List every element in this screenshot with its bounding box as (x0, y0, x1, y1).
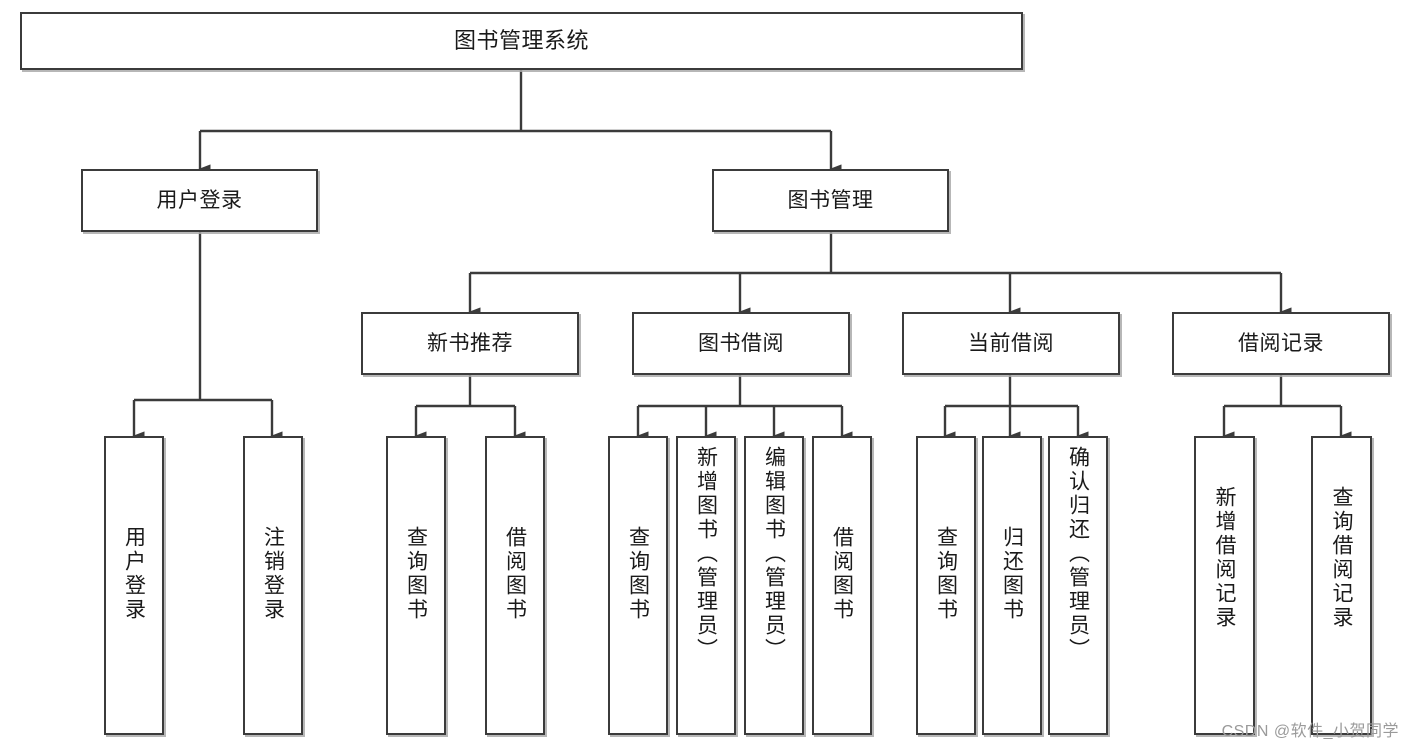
node-label: 用户登录 (122, 526, 146, 622)
leaf-query-book-recommend[interactable]: 查询图书 (386, 436, 446, 735)
leaf-add-borrow-record[interactable]: 新增借阅记录 (1194, 436, 1255, 735)
node-label: 新书推荐 (427, 331, 513, 355)
leaf-query-borrow-record[interactable]: 查询借阅记录 (1311, 436, 1372, 735)
leaf-query-book-borrow[interactable]: 查询图书 (608, 436, 668, 735)
node-root-system[interactable]: 图书管理系统 (20, 12, 1023, 70)
node-user-login[interactable]: 用户登录 (81, 169, 318, 232)
leaf-query-book-current[interactable]: 查询图书 (916, 436, 976, 735)
leaf-borrow-book-borrow[interactable]: 借阅图书 (812, 436, 872, 735)
node-book-management[interactable]: 图书管理 (712, 169, 949, 232)
leaf-borrow-book-recommend[interactable]: 借阅图书 (485, 436, 545, 735)
node-book-borrow[interactable]: 图书借阅 (632, 312, 850, 375)
leaf-logout-login[interactable]: 注销登录 (243, 436, 303, 735)
leaf-confirm-return-admin[interactable]: 确认归还（管理员） (1048, 436, 1108, 735)
node-label: 图书借阅 (698, 331, 784, 355)
node-label: 新增借阅记录 (1213, 486, 1236, 630)
node-label: 借阅记录 (1238, 331, 1324, 355)
node-label: 当前借阅 (968, 331, 1054, 355)
csdn-watermark: CSDN @软件_小贺同学 (1221, 723, 1399, 740)
node-label: 借阅图书 (830, 526, 854, 622)
node-label: 图书管理系统 (453, 27, 589, 53)
node-label: 查询图书 (934, 526, 958, 622)
leaf-edit-book-admin[interactable]: 编辑图书（管理员） (744, 436, 804, 735)
leaf-user-login[interactable]: 用户登录 (104, 436, 164, 735)
node-borrow-record[interactable]: 借阅记录 (1172, 312, 1390, 375)
leaf-add-book-admin[interactable]: 新增图书（管理员） (676, 436, 736, 735)
node-label: 编辑图书（管理员） (762, 446, 786, 662)
node-label: 用户登录 (156, 188, 243, 212)
node-new-book-recommend[interactable]: 新书推荐 (361, 312, 579, 375)
node-current-borrow[interactable]: 当前借阅 (902, 312, 1120, 375)
leaf-return-book[interactable]: 归还图书 (982, 436, 1042, 735)
node-label: 查询图书 (626, 526, 650, 622)
node-label: 查询借阅记录 (1330, 486, 1353, 630)
node-label: 注销登录 (261, 526, 285, 622)
node-label: 新增图书（管理员） (694, 446, 718, 662)
node-label: 查询图书 (404, 526, 428, 622)
node-label: 借阅图书 (503, 526, 527, 622)
node-label: 归还图书 (1000, 526, 1024, 622)
node-label: 图书管理 (787, 188, 874, 212)
node-label: 确认归还（管理员） (1066, 446, 1090, 662)
